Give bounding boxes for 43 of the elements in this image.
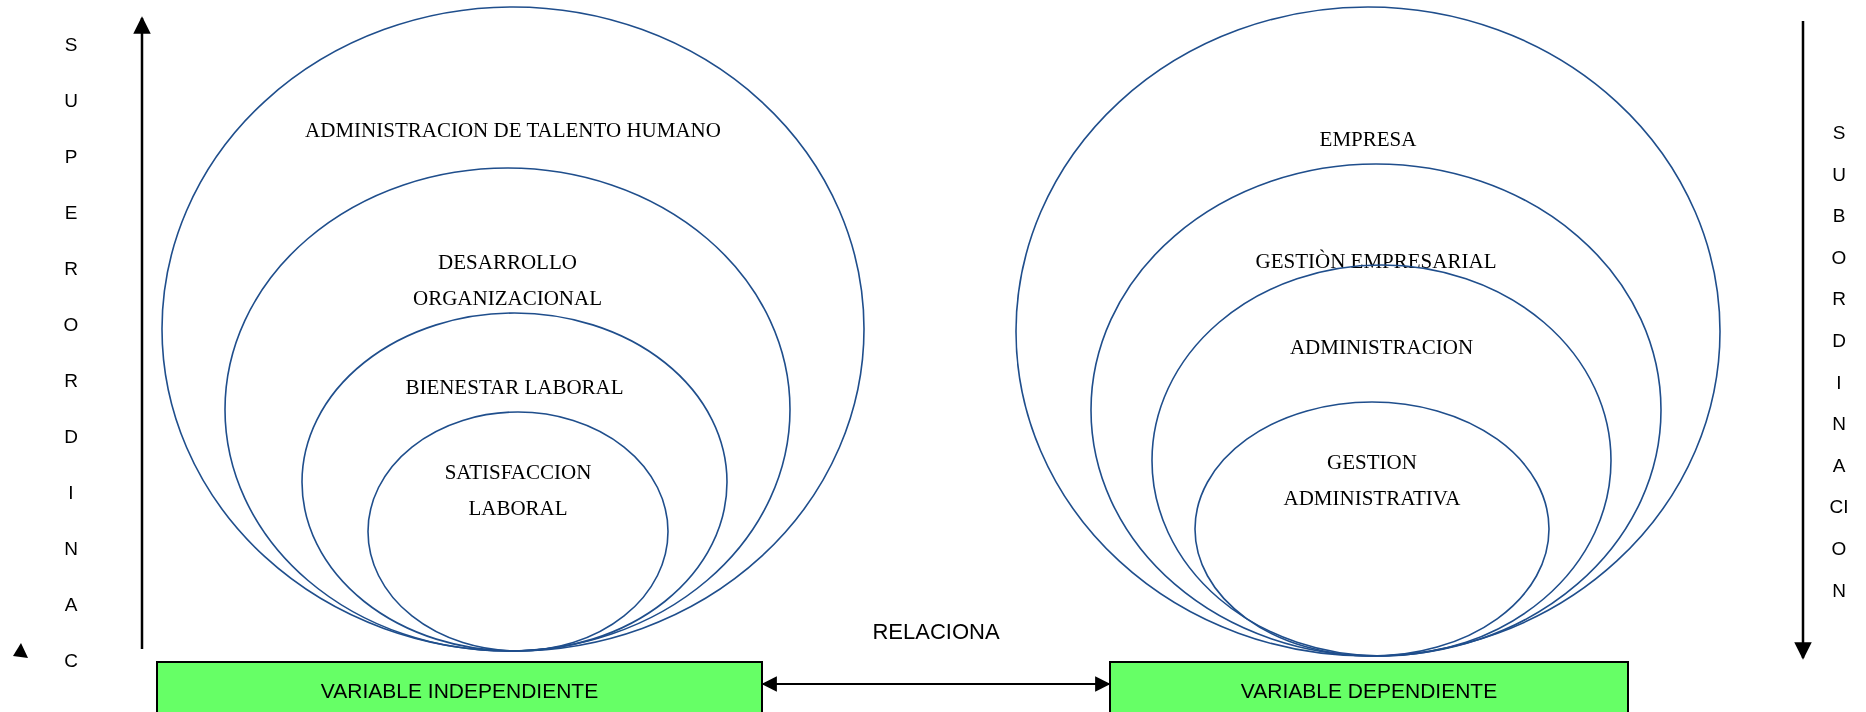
ellipse (224, 167, 791, 652)
ellipse-label: ADMINISTRACION (1288, 334, 1475, 361)
ellipse (161, 6, 865, 652)
vertical-letter: I (68, 482, 74, 504)
ellipse-label: GESTION ADMINISTRATIVA (1282, 449, 1462, 512)
vertical-letter: I (1836, 371, 1842, 394)
vertical-letter: D (1832, 330, 1846, 352)
vertical-letter: S (1832, 122, 1846, 144)
ellipse (367, 411, 669, 652)
vertical-letter: O (63, 314, 79, 336)
ellipse-label: SATISFACCION LABORAL (443, 459, 593, 522)
variable-label: VARIABLE DEPENDIENTE (1240, 679, 1498, 703)
ellipse-label: EMPRESA (1318, 126, 1418, 153)
vertical-letter: U (1832, 163, 1846, 186)
variable-label: VARIABLE INDEPENDIENTE (320, 679, 599, 703)
ellipse-label: DESARROLLO ORGANIZACIONAL (412, 249, 603, 312)
vertical-letter: R (1832, 288, 1846, 311)
vertical-letter: U (64, 90, 78, 112)
vertical-letter: S (64, 34, 78, 56)
vertical-letter: P (64, 146, 78, 168)
ellipse-label: GESTIÒN EMPRESARIAL (1254, 248, 1498, 275)
vertical-letter: R (64, 258, 78, 280)
vertical-letter: CI (1829, 496, 1849, 519)
variable-box (1109, 661, 1629, 712)
ellipse (301, 312, 728, 652)
vertical-letter: O (1831, 246, 1847, 269)
variable-box (156, 661, 763, 712)
vertical-letter: E (64, 202, 78, 224)
vertical-letter: N (64, 538, 78, 560)
vertical-letter: D (64, 426, 78, 448)
vertical-letter: R (64, 370, 78, 392)
ellipse (1090, 163, 1662, 657)
vertical-letter: N (1832, 413, 1846, 436)
vertical-letter: A (1832, 454, 1846, 477)
ellipse (1194, 401, 1550, 657)
vertical-letter: N (1832, 579, 1846, 602)
ellipse-label: BIENESTAR LABORAL (404, 374, 625, 401)
vertical-letter: A (64, 594, 78, 616)
vertical-letter: B (1832, 205, 1846, 228)
vertical-letter: C (64, 650, 78, 672)
vertical-letter: O (1831, 538, 1847, 560)
ellipse (1015, 6, 1721, 657)
ellipse-label: ADMINISTRACION DE TALENTO HUMANO (304, 117, 722, 144)
